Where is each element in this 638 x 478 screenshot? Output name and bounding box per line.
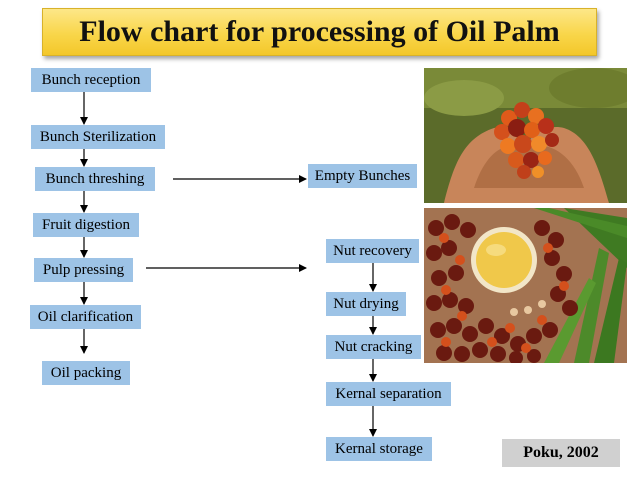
node-oil-packing: Oil packing (42, 361, 130, 385)
node-bunch-reception: Bunch reception (31, 68, 151, 92)
node-bunch-sterilization: Bunch Sterilization (31, 125, 165, 149)
citation-text: Poku, 2002 (523, 444, 599, 461)
node-label: Bunch threshing (45, 170, 145, 187)
node-label: Kernal storage (335, 440, 423, 457)
node-label: Fruit digestion (42, 216, 130, 233)
node-empty-bunches: Empty Bunches (308, 164, 417, 188)
node-label: Kernal separation (335, 385, 442, 402)
node-fruit-digestion: Fruit digestion (33, 213, 139, 237)
node-oil-clarification: Oil clarification (30, 305, 141, 329)
node-label: Oil packing (50, 364, 122, 381)
node-nut-recovery: Nut recovery (326, 239, 419, 263)
node-nut-cracking: Nut cracking (326, 335, 421, 359)
citation-badge: Poku, 2002 (502, 439, 620, 467)
node-nut-drying: Nut drying (326, 292, 406, 316)
title-banner: Flow chart for processing of Oil Palm (42, 8, 597, 56)
node-pulp-pressing: Pulp pressing (34, 258, 133, 282)
node-kernal-storage: Kernal storage (326, 437, 432, 461)
node-label: Pulp pressing (42, 261, 125, 278)
node-kernal-separation: Kernal separation (326, 382, 451, 406)
node-label: Bunch reception (41, 71, 141, 88)
node-label: Nut cracking (334, 338, 413, 355)
photo-hands-holding-palm-fruits (424, 68, 627, 203)
node-label: Oil clarification (37, 308, 134, 325)
node-label: Nut drying (333, 295, 399, 312)
node-label: Empty Bunches (314, 167, 411, 184)
page-title: Flow chart for processing of Oil Palm (79, 15, 560, 48)
node-bunch-threshing: Bunch threshing (35, 167, 155, 191)
node-label: Nut recovery (333, 242, 412, 259)
photo-palm-fruits-oil-bowl (424, 208, 627, 363)
node-label: Bunch Sterilization (39, 128, 157, 145)
